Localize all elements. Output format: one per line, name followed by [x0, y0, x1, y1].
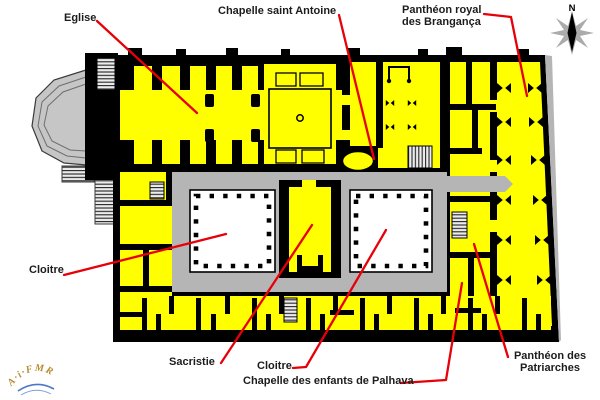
- staircase: [283, 297, 298, 323]
- label-cloitre-bottom: Cloitre: [257, 360, 292, 372]
- label-pantheon-patriarches-line2: Patriarches: [520, 361, 580, 374]
- chapelle-saint-antoine-zone: [338, 60, 440, 173]
- label-eglise: Eglise: [64, 12, 97, 24]
- church-nave: [120, 62, 342, 168]
- watermark-blue-arc-2: [20, 389, 52, 396]
- entrance-steps: [31, 69, 115, 225]
- leader-line-palhava: [399, 281, 464, 385]
- leader-lines: [62, 12, 529, 385]
- label-pantheon-royal-line2: des Brangança: [402, 15, 481, 28]
- staircase: [149, 181, 165, 200]
- label-pantheon-royal-line1: Panthéon royal: [402, 4, 482, 16]
- cloister-complex: [172, 172, 513, 292]
- leader-line-cloitre-left: [62, 232, 228, 277]
- watermark-blue-arc: [17, 383, 55, 392]
- label-chapelle-palhava: Chapelle des enfants de Palhava: [243, 375, 414, 387]
- compass-north-label: N: [569, 3, 576, 14]
- transept-crossing: [264, 64, 336, 164]
- leader-line-eglise: [95, 19, 199, 115]
- leader-line-pantheon-royal: [482, 12, 529, 98]
- west-range: [120, 172, 172, 296]
- pantheon-braganza-wing: [450, 62, 552, 326]
- walkway-corridor: [447, 176, 513, 192]
- leader-line-chapelle-antoine: [337, 13, 376, 161]
- staircase: [451, 211, 468, 239]
- oval-chapel: [340, 149, 376, 173]
- label-pantheon-patriarches-line1: Panthéon des: [513, 350, 587, 362]
- compass-rose: N: [550, 3, 594, 55]
- leader-line-cloitre-bottom: [291, 228, 388, 370]
- leader-line-sacristie: [219, 223, 314, 365]
- south-range: [120, 296, 551, 330]
- label-sacristie: Sacristie: [169, 356, 215, 368]
- label-cloitre-left: Cloitre: [29, 264, 64, 276]
- leader-line-patriarches: [472, 242, 510, 359]
- label-chapelle-saint-antoine: Chapelle saint Antoine: [218, 5, 337, 17]
- label-pantheon-patriarches: Panthéon des Patriarches: [510, 350, 590, 374]
- north-needle-icon: [567, 12, 577, 52]
- courtyard-east: [349, 189, 433, 273]
- courtyard-west: [189, 189, 276, 273]
- label-pantheon-royal: Panthéon royal des Brangança: [402, 4, 482, 28]
- staircase: [407, 145, 433, 169]
